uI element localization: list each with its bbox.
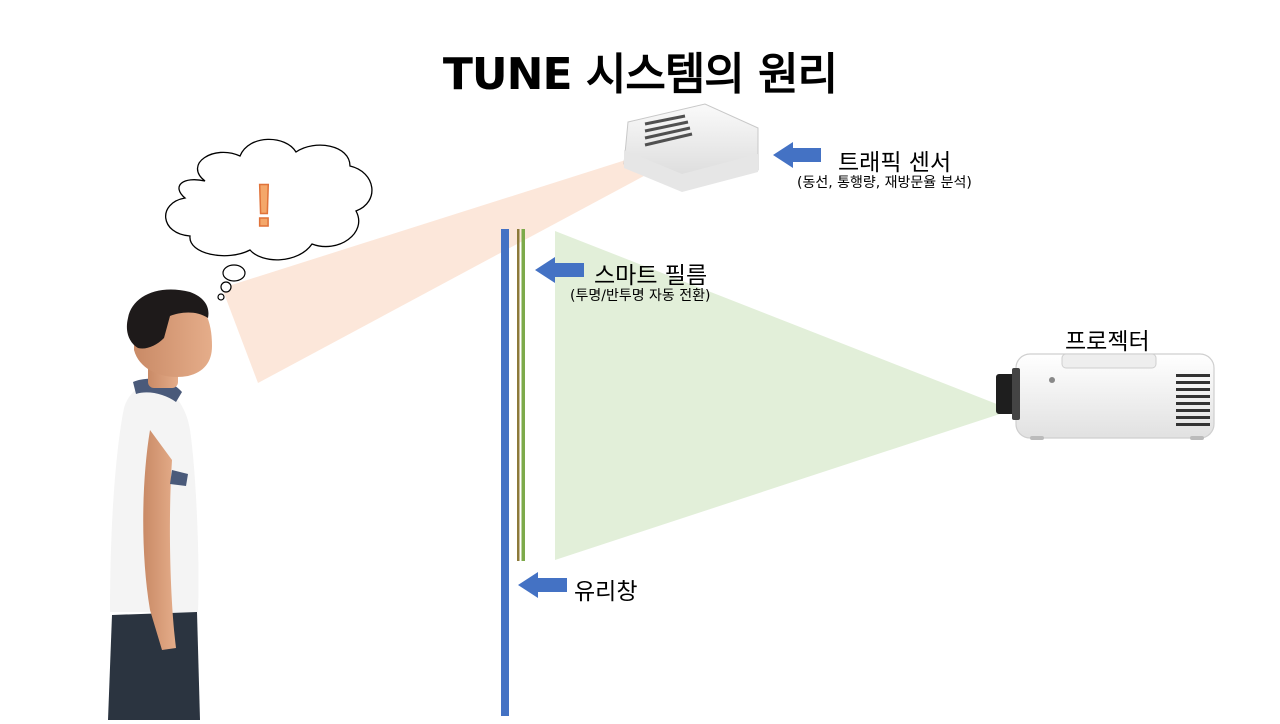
page-title: TUNE 시스템의 원리 xyxy=(442,49,838,100)
glass-window xyxy=(501,229,509,716)
glass-window-label: 유리창 xyxy=(574,579,638,605)
person-figure xyxy=(108,289,212,720)
smart-film-green xyxy=(521,229,525,561)
traffic-sensor-device xyxy=(623,103,759,192)
smart-film-olive xyxy=(517,229,520,561)
glass-arrow-icon xyxy=(518,572,567,598)
thought-cloud xyxy=(165,138,373,301)
sensor-detection-beam xyxy=(222,158,655,383)
projector-label: 프로젝터 xyxy=(1065,329,1150,355)
sensor-label: 트래픽 센서 xyxy=(838,150,952,176)
smart-film-label: 스마트 필름 xyxy=(594,263,708,289)
sensor-arrow-icon xyxy=(773,142,821,168)
film-arrow-icon xyxy=(535,257,584,283)
projector-device xyxy=(996,353,1215,440)
exclamation-mark: ! xyxy=(254,172,274,239)
sensor-description: (동선, 통행량, 재방문율 분석) xyxy=(797,175,972,191)
projection-beam xyxy=(555,231,1012,560)
smart-film-description: (투명/반투명 자동 전환) xyxy=(570,288,711,304)
